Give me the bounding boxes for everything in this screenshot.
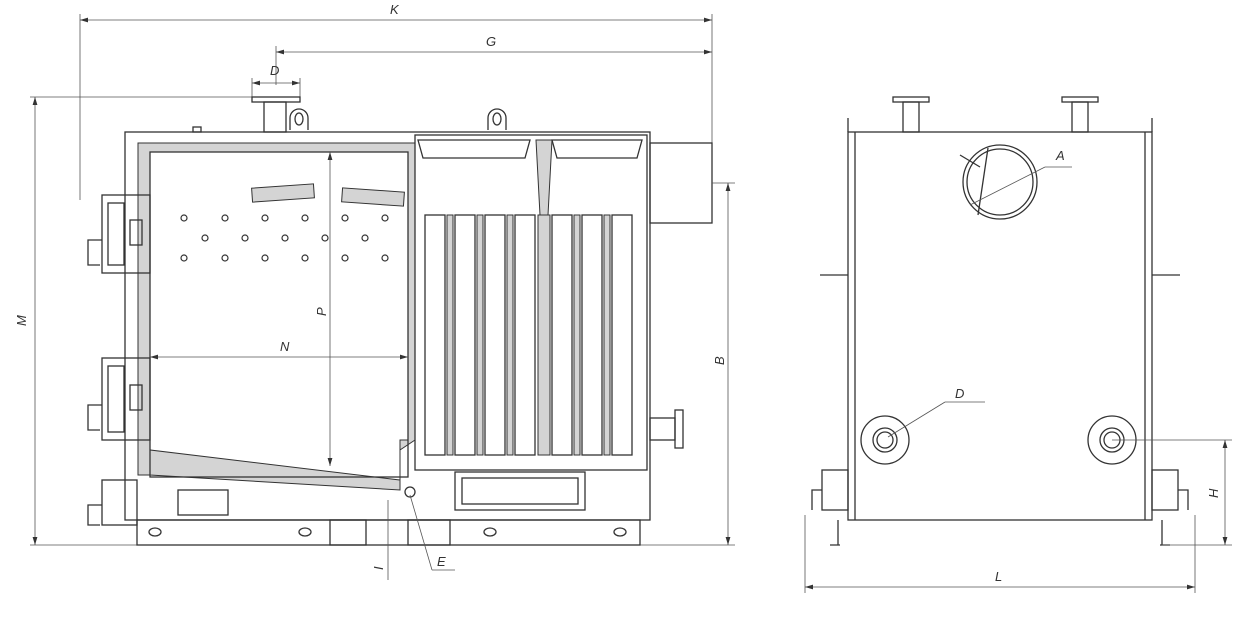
dimension-i: I [371, 500, 389, 580]
callout-e: E [409, 494, 455, 571]
label-p: P [314, 307, 329, 316]
dimension-n: N [150, 339, 408, 360]
label-n: N [280, 339, 290, 354]
dimension-h: H [1112, 439, 1232, 546]
dimension-g: G [275, 34, 712, 85]
side-view: A D H L [804, 96, 1232, 593]
label-b: B [712, 356, 727, 365]
callout-a: A [969, 148, 1072, 206]
label-d-top: D [270, 63, 279, 78]
label-g: G [486, 34, 496, 49]
label-l: L [995, 569, 1002, 584]
label-k: K [390, 2, 400, 17]
callout-d-side: D [887, 386, 985, 438]
tubes [424, 214, 633, 456]
dimension-b: B [712, 182, 735, 545]
label-h: H [1206, 488, 1221, 498]
label-e: E [437, 554, 446, 569]
dimension-l: L [804, 515, 1196, 593]
front-view: K G D M [14, 2, 735, 580]
label-d-side: D [955, 386, 964, 401]
doors [87, 194, 151, 526]
dimension-p: P [314, 152, 333, 466]
label-m: M [14, 315, 29, 326]
dimension-k: K [79, 2, 713, 200]
label-i: I [371, 566, 386, 570]
dimension-d-top: D [251, 63, 301, 98]
label-a: A [1055, 148, 1065, 163]
